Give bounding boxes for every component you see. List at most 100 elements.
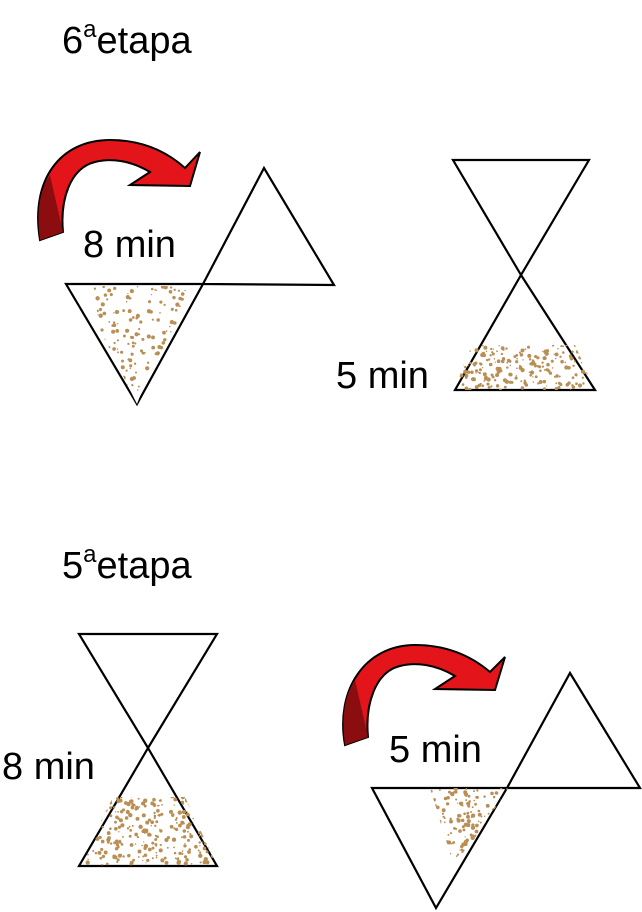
sand-grain: [199, 830, 205, 835]
sand-grain: [95, 358, 100, 363]
sand-grain: [522, 359, 524, 361]
sand-grain: [121, 808, 126, 812]
sand-grain: [200, 295, 204, 299]
sand-grain: [555, 382, 558, 385]
sand-grain: [134, 832, 139, 837]
sand-grain: [99, 856, 103, 860]
sand-grain: [108, 801, 113, 805]
sand-grain: [199, 851, 202, 854]
sand-grain: [174, 827, 179, 832]
sand-grain: [129, 335, 133, 339]
sand-grain: [191, 333, 195, 337]
sand-grain: [112, 401, 116, 404]
sand-grain: [93, 829, 96, 832]
sand-grain: [449, 817, 452, 821]
sand-grain: [194, 393, 198, 397]
sand-grain: [208, 829, 212, 832]
sand-grain: [117, 811, 119, 813]
sand-grain: [506, 358, 511, 363]
sand-grain: [470, 811, 472, 813]
sand-grain: [485, 358, 489, 362]
sand-grain: [581, 348, 585, 352]
sand-grain: [460, 848, 464, 852]
sand-grain: [537, 382, 540, 385]
sand-grain: [195, 360, 198, 363]
sand-grain: [153, 811, 156, 815]
sand-grain: [116, 339, 119, 342]
sand-grain: [471, 377, 474, 380]
sand-grain: [142, 855, 145, 858]
hourglass-bottom-bulb: [64, 282, 205, 407]
sand-grain: [84, 800, 88, 804]
sand-grain: [158, 813, 161, 817]
sand-grain: [160, 371, 165, 375]
sand-grain: [89, 804, 93, 808]
sand-grain: [127, 853, 131, 858]
sand-grain: [104, 808, 108, 813]
sand-grain: [542, 379, 547, 384]
sand-grain: [503, 385, 507, 389]
sand-grain: [499, 854, 502, 856]
sand-grain: [500, 359, 505, 364]
sand-grain: [490, 857, 494, 860]
sand-grain: [515, 375, 518, 377]
sand-grain: [120, 350, 124, 354]
sand-grain: [97, 811, 101, 815]
sand-grain: [86, 797, 91, 800]
sand-grain: [204, 806, 208, 810]
sand-grain: [189, 834, 194, 839]
sand-grain: [190, 863, 193, 865]
sand-grain: [443, 845, 449, 851]
sand-grain: [496, 368, 501, 373]
sand-grain: [126, 827, 130, 830]
sand-grain: [134, 371, 138, 374]
sand-grain: [159, 405, 161, 407]
sand-grain: [146, 361, 150, 364]
sand-grain: [459, 849, 461, 851]
sand-grain: [84, 813, 88, 816]
sand-grain: [582, 382, 585, 385]
sand-grain: [137, 797, 140, 800]
sand-grain: [201, 821, 203, 824]
sand-grain: [173, 360, 176, 362]
sand-grain: [197, 354, 200, 359]
sand-grain: [578, 355, 582, 360]
sand-grain: [430, 834, 434, 838]
sand-grain: [496, 849, 500, 853]
sand-grain: [496, 359, 501, 364]
hourglass-bottom-left: [77, 632, 219, 868]
sand-grain: [151, 318, 154, 321]
sand-grain: [486, 856, 491, 860]
sand-grain: [173, 851, 177, 855]
sand-grain: [468, 387, 472, 390]
sand-grain: [176, 860, 181, 865]
sand-grain: [180, 800, 185, 804]
sand-grain: [181, 809, 187, 815]
sand-grain: [457, 813, 461, 818]
hourglass-upper-bulb: [451, 158, 591, 278]
sand-grain: [138, 333, 141, 336]
sand-grain: [530, 361, 534, 366]
sand-grain: [471, 806, 474, 809]
sand-grain: [151, 846, 155, 850]
sand-grain: [483, 845, 488, 849]
sand-grain: [137, 849, 142, 854]
sand-grain: [554, 386, 559, 390]
sand-grain: [109, 842, 113, 845]
sand-grain: [113, 312, 115, 314]
sand-grain: [493, 379, 497, 382]
sand-grain: [454, 790, 458, 794]
sand-grain: [190, 394, 192, 396]
sand-grain: [541, 365, 545, 368]
sand-grain: [550, 359, 554, 363]
sand-grain: [458, 829, 462, 833]
sand-grain: [134, 805, 140, 810]
sand-grain: [542, 356, 547, 360]
sand-grain: [543, 368, 546, 371]
sand-grain: [468, 854, 471, 857]
sand-grain: [467, 794, 471, 798]
sand-grain: [196, 311, 200, 316]
sand-grain: [96, 309, 99, 313]
sand-grain: [198, 797, 203, 798]
sand-grain: [198, 841, 201, 844]
